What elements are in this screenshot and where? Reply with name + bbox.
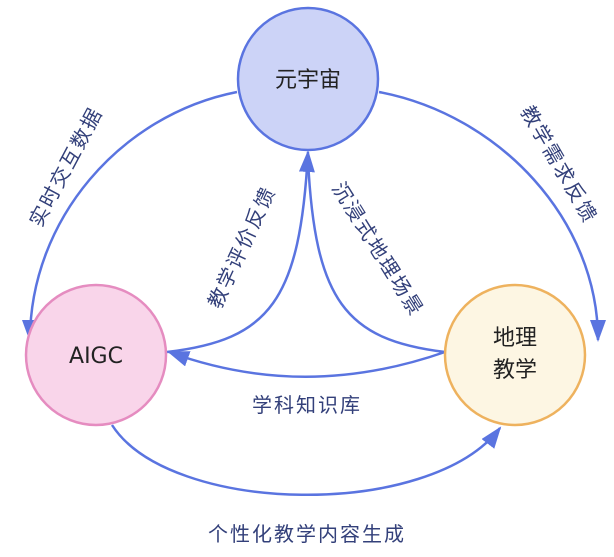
node-label-line2: 教学 bbox=[493, 358, 537, 383]
label-demand-feedback: 教学需求反馈 bbox=[516, 101, 603, 227]
node-metaverse: 元宇宙 bbox=[236, 6, 380, 152]
label-immersive-scene: 沉浸式地理场景 bbox=[327, 178, 429, 321]
edge-knowledge-base bbox=[167, 350, 446, 378]
node-label: 元宇宙 bbox=[275, 68, 341, 93]
node-label-line1: 地理 bbox=[493, 326, 537, 351]
node-label: AIGC bbox=[69, 344, 123, 369]
edge-evaluation-feedback bbox=[166, 150, 315, 354]
node-geography-teaching: 地理 教学 bbox=[443, 283, 587, 427]
node-aigc: AIGC bbox=[24, 283, 168, 427]
edge-personalized-content bbox=[110, 424, 502, 496]
edge-immersive-scene bbox=[306, 159, 446, 354]
edge-demand-feedback bbox=[378, 90, 606, 342]
edge-realtime-data bbox=[22, 90, 238, 342]
label-evaluation-feedback: 教学评价反馈 bbox=[203, 182, 281, 312]
label-personalized-content: 个性化教学内容生成 bbox=[208, 522, 406, 546]
label-knowledge-base: 学科知识库 bbox=[252, 393, 362, 417]
